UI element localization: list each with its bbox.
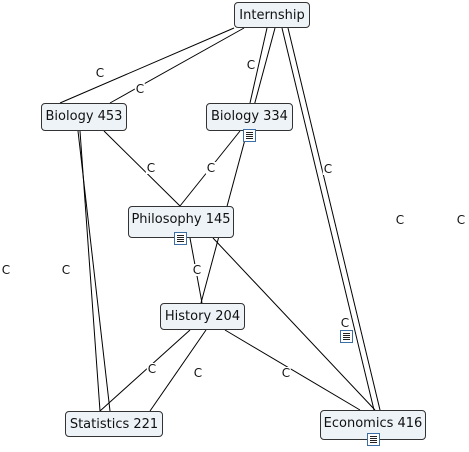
document-icon[interactable] (174, 232, 187, 245)
edge-label[interactable]: C (394, 213, 406, 227)
edge-label[interactable]: C (145, 161, 157, 175)
edge-internship-economics416 (287, 27, 381, 411)
edge-internship-biology453 (59, 27, 235, 104)
concept-node-label: Economics 416 (323, 416, 423, 431)
edge-label[interactable]: C (0, 263, 12, 277)
concept-node-economics416[interactable]: Economics 416 (320, 410, 426, 440)
concept-node-label: Internship (239, 8, 305, 23)
edge-biology453-philosophy145 (103, 130, 181, 207)
edge-label[interactable]: C (339, 316, 351, 330)
edge-biology453-statistics221 (77, 130, 111, 412)
concept-node-label: Statistics 221 (69, 417, 159, 432)
edge-label[interactable]: C (191, 263, 203, 277)
concept-node-biology453[interactable]: Biology 453 (41, 103, 127, 131)
edge-label[interactable]: C (60, 263, 72, 277)
document-icon[interactable] (243, 129, 256, 142)
edge-label[interactable]: C (205, 161, 217, 175)
edge-philosophy145-economics416 (212, 237, 376, 411)
edge-label[interactable]: C (94, 66, 106, 80)
concept-node-label: Biology 334 (211, 109, 288, 124)
edge-history204-economics416 (224, 329, 361, 411)
concept-node-label: Philosophy 145 (131, 212, 231, 227)
edge-label[interactable]: C (322, 162, 334, 176)
concept-node-philosophy145[interactable]: Philosophy 145 (128, 206, 234, 238)
edge-label[interactable]: C (245, 58, 257, 72)
edge-label[interactable]: C (280, 366, 292, 380)
concept-node-statistics221[interactable]: Statistics 221 (65, 411, 163, 437)
edge-label[interactable]: C (192, 366, 204, 380)
document-icon[interactable] (340, 330, 353, 343)
edge-label[interactable]: C (455, 213, 467, 227)
edge-history204-statistics221 (149, 329, 207, 412)
concept-node-label: Biology 453 (45, 109, 123, 124)
concept-node-biology334[interactable]: Biology 334 (206, 103, 293, 131)
edge-label[interactable]: C (146, 362, 158, 376)
concept-node-history204[interactable]: History 204 (160, 303, 245, 330)
edge-internship-biology334 (249, 27, 268, 104)
edge-internship-history204 (200, 27, 276, 304)
concept-node-internship[interactable]: Internship (234, 2, 310, 28)
concept-node-label: History 204 (164, 309, 241, 324)
edge-internship-biology453 (109, 27, 245, 104)
edge-label[interactable]: C (134, 82, 146, 96)
edge-internship-economics416 (281, 27, 375, 411)
document-icon[interactable] (367, 433, 380, 446)
edge-history204-statistics221 (99, 329, 191, 412)
